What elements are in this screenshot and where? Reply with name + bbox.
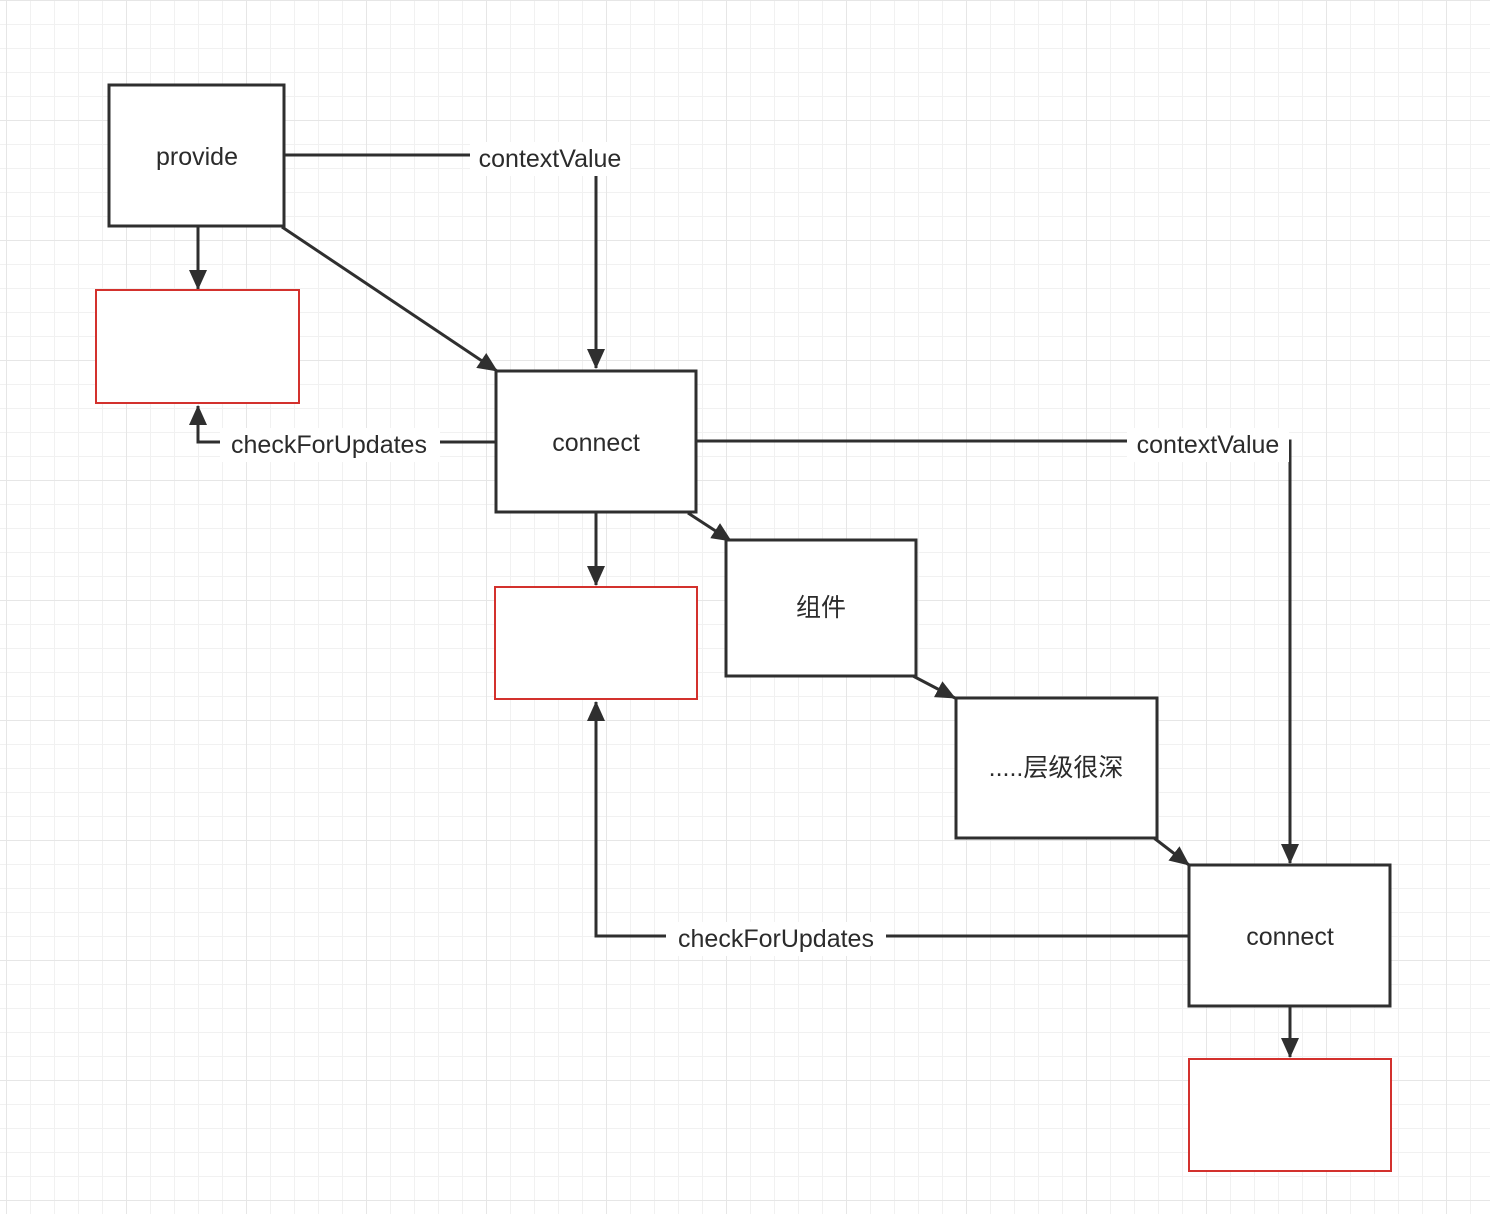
edge-line xyxy=(687,511,732,543)
node-label-deep-levels: .....层级很深 xyxy=(989,754,1124,782)
node-box xyxy=(1188,1058,1392,1172)
node-label-connect-2: connect xyxy=(1246,923,1334,951)
edge-provide-to-connect1 xyxy=(281,225,498,373)
node-box xyxy=(107,83,286,228)
edge-line xyxy=(912,674,956,700)
edge-connect1-to-component xyxy=(687,511,732,543)
node-subscription-2[interactable]: subscription xyxy=(494,586,698,700)
node-connect-2[interactable]: connect xyxy=(1187,863,1392,1008)
node-deep-levels[interactable]: .....层级很深 xyxy=(954,696,1159,840)
node-box xyxy=(1187,863,1392,1008)
edge-label-bg xyxy=(1127,428,1289,462)
edge-line xyxy=(284,153,605,369)
edge-label-bg xyxy=(470,142,630,176)
node-component[interactable]: 组件 xyxy=(724,538,918,678)
node-label-subscription-2: subscription xyxy=(529,631,662,659)
node-provide[interactable]: provide xyxy=(107,83,286,228)
edge-connect1-to-connect2-context: contextValue xyxy=(696,428,1299,864)
edge-deep-levels-to-connect2 xyxy=(1153,836,1190,867)
edge-label-bg xyxy=(666,922,886,956)
node-box xyxy=(494,369,698,514)
edge-label-bg xyxy=(220,428,440,462)
node-label-subscription-1: subscription xyxy=(130,335,263,363)
node-box xyxy=(954,696,1159,840)
edge-connect2-to-subscription2: checkForUpdates xyxy=(587,701,1189,956)
edge-provide-to-connect1-context: contextValue xyxy=(284,142,630,369)
edge-connect1-to-subscription1: checkForUpdates xyxy=(189,405,496,462)
node-subscription-3[interactable]: subscription xyxy=(1188,1058,1392,1172)
edge-line xyxy=(587,701,1189,938)
node-box xyxy=(494,586,698,700)
edge-label-check-for-updates-1: checkForUpdates xyxy=(231,431,427,459)
edge-label-context-value-2: contextValue xyxy=(1137,431,1280,459)
edge-label-check-for-updates-2: checkForUpdates xyxy=(678,925,874,953)
edge-line xyxy=(1153,836,1190,867)
edge-component-to-deep-levels xyxy=(912,674,956,700)
node-subscription-1[interactable]: subscription xyxy=(95,289,300,404)
edge-line xyxy=(696,439,1299,864)
edge-label-context-value-1: contextValue xyxy=(479,145,622,173)
node-label-subscription-3: subscription xyxy=(1223,1103,1356,1131)
node-label-component: 组件 xyxy=(796,594,846,622)
node-connect-1[interactable]: connect xyxy=(494,369,698,514)
node-label-connect-1: connect xyxy=(552,429,640,457)
node-label-provide: provide xyxy=(156,143,238,171)
node-box xyxy=(95,289,300,404)
node-box xyxy=(724,538,918,678)
edge-line xyxy=(281,225,498,373)
